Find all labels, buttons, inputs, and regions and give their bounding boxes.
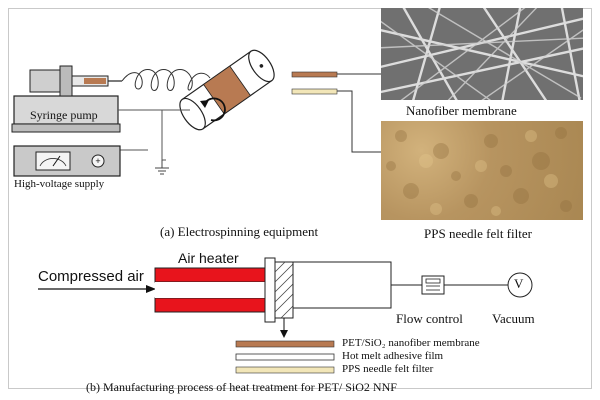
heater-duct-bottom bbox=[154, 297, 268, 313]
legend-label-adhesive: Hot melt adhesive film bbox=[342, 350, 444, 362]
pps-felt-image bbox=[381, 121, 583, 220]
nanofiber-sem-image bbox=[381, 8, 583, 100]
hv-knob bbox=[91, 154, 105, 168]
wire-hv-ground bbox=[161, 110, 166, 161]
strip-membrane bbox=[291, 71, 338, 78]
drum-end-left bbox=[179, 97, 206, 131]
legend-label-membrane: PET/SiO₂ nanofiber membrane bbox=[342, 337, 480, 349]
nanofiber-label: Nanofiber membrane bbox=[406, 103, 517, 118]
flow-control-label: Flow control bbox=[396, 311, 463, 326]
connector-felt bbox=[337, 90, 381, 153]
hv-meter-needle bbox=[39, 158, 67, 167]
rotation-arrow-icon bbox=[200, 97, 226, 122]
housing-flange bbox=[264, 257, 276, 323]
vacuum-pump bbox=[507, 272, 533, 298]
felt-label: PPS needle felt filter bbox=[424, 226, 532, 241]
vacuum-symbol: V bbox=[514, 276, 524, 291]
felt-texture bbox=[386, 127, 572, 216]
syringe-pump-base bbox=[11, 123, 121, 133]
vacuum-label: Vacuum bbox=[492, 311, 535, 326]
ground-icon bbox=[155, 160, 169, 175]
drum-axle bbox=[259, 64, 264, 68]
caption-b: (b) Manufacturing process of heat treatm… bbox=[86, 380, 397, 394]
hv-meter bbox=[35, 151, 71, 171]
sem-fibers bbox=[381, 8, 583, 100]
fiber-jet-spiral bbox=[121, 69, 211, 91]
strip-felt bbox=[291, 88, 338, 95]
pump-plate bbox=[59, 65, 73, 97]
svg-text:+: + bbox=[95, 156, 100, 166]
legend-swatch-membrane bbox=[235, 340, 335, 348]
heater-duct-top bbox=[154, 267, 268, 283]
figure-border bbox=[8, 8, 592, 389]
outlet-pipe bbox=[292, 261, 392, 309]
heater-duct-inner bbox=[155, 282, 267, 298]
rotating-collector bbox=[179, 49, 275, 131]
legend-label-felt: PPS needle felt filter bbox=[342, 363, 434, 375]
hv-supply-label: High-voltage supply bbox=[14, 178, 105, 190]
legend-swatch-felt bbox=[235, 366, 335, 374]
filter-hatch bbox=[274, 261, 294, 319]
caption-a: (a) Electrospinning equipment bbox=[160, 224, 319, 239]
compressed-air-label: Compressed air bbox=[38, 268, 144, 285]
legend-swatch-adhesive bbox=[235, 353, 335, 361]
air-heater-label: Air heater bbox=[178, 250, 239, 266]
syringe-fluid bbox=[84, 78, 106, 84]
syringe-pump-label: Syringe pump bbox=[30, 108, 98, 122]
